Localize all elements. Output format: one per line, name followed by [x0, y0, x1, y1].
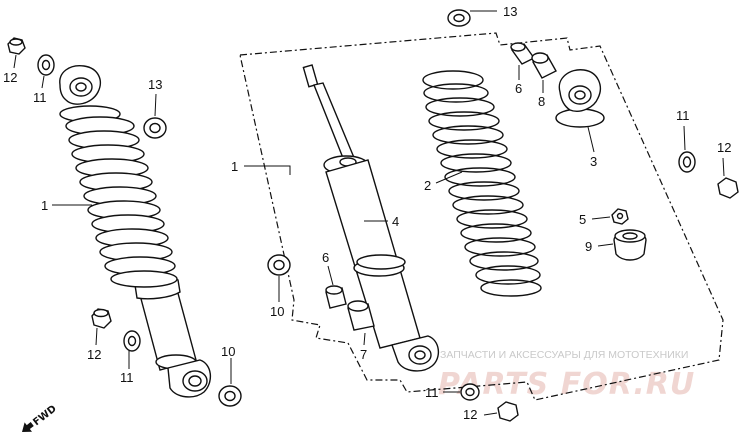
label-9: 9	[585, 239, 592, 254]
label-7: 7	[360, 347, 367, 362]
bushing-6-mid	[325, 285, 347, 309]
washer-11-left-top	[37, 54, 55, 76]
label-11-left-top: 11	[33, 90, 47, 105]
label-6-top: 6	[515, 81, 522, 96]
upper-joint-and-seat	[555, 69, 605, 128]
washer-13-top	[447, 9, 471, 27]
label-4: 4	[392, 214, 399, 229]
bushing-8	[531, 52, 557, 79]
cap-nut-12-right	[717, 177, 739, 199]
washer-13-left	[143, 117, 167, 139]
washer-10-mid	[267, 254, 291, 276]
watermark-caption: ЗАПЧАСТИ И АКСЕССУАРЫ ДЛЯ МОТОТЕХНИКИ	[440, 349, 688, 361]
shock-spring-coils	[65, 116, 178, 288]
label-2: 2	[424, 178, 431, 193]
cap-nut-12-left-top	[7, 37, 26, 55]
cap-nut-12-left-bottom	[91, 308, 112, 329]
label-3: 3	[590, 154, 597, 169]
fwd-arrow-icon	[22, 422, 34, 432]
washer-11-left-bottom	[123, 330, 141, 352]
part-labels: 13 6 8 3 11 12 5 9 2 4 1 12 11 13 1 10 6…	[3, 4, 731, 422]
label-8: 8	[538, 94, 545, 109]
damper-unit	[302, 64, 439, 372]
label-11-bottom: 11	[425, 385, 439, 400]
label-10-mid: 10	[270, 304, 284, 319]
assembly-frame	[239, 32, 724, 401]
label-13-left: 13	[148, 77, 162, 92]
cap-nut-12-bottom	[497, 401, 519, 422]
nut-5	[611, 208, 629, 225]
label-11-left-bottom: 11	[120, 370, 134, 385]
shock-absorber-assembly	[59, 65, 211, 398]
label-6-mid: 6	[322, 250, 329, 265]
watermark-brand: PARTS FOR.RU	[438, 367, 695, 402]
spring	[422, 70, 542, 297]
washer-11-right	[678, 151, 696, 173]
label-12-bottom: 12	[463, 407, 477, 422]
label-12-right: 12	[717, 140, 731, 155]
bushing-7	[347, 300, 375, 331]
washer-11-bottom	[460, 383, 480, 401]
fwd-direction-marker: FWD	[22, 404, 59, 432]
label-12-left-top: 12	[3, 70, 17, 85]
label-1-left: 1	[41, 198, 48, 213]
label-5: 5	[579, 212, 586, 227]
bushing-6-top	[510, 42, 536, 65]
label-12-left-bottom: 12	[87, 347, 101, 362]
washer-10-bottom	[218, 385, 242, 407]
label-11-right: 11	[676, 108, 690, 123]
label-10-bottom: 10	[221, 344, 235, 359]
leader-lines	[13, 10, 725, 416]
fwd-label: FWD	[31, 404, 58, 429]
rubber-bushing-9	[613, 229, 647, 261]
label-1-frame: 1	[231, 159, 238, 174]
watermark: PARTS FOR.RU ЗАПЧАСТИ И АКСЕССУАРЫ ДЛЯ М…	[438, 349, 695, 402]
label-13-top: 13	[503, 4, 517, 19]
